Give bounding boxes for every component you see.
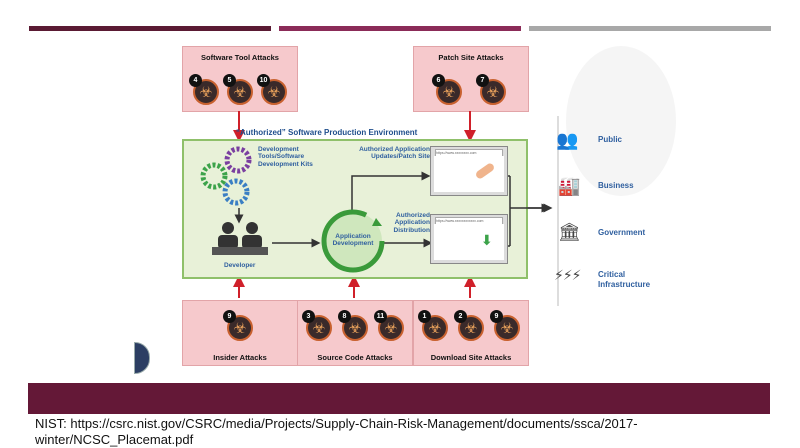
consumer-critical-infrastructure: Critical Infrastructure: [598, 270, 651, 289]
download-site-attacks-title: Download Site Attacks: [430, 353, 512, 362]
attack-number: 9: [223, 310, 236, 323]
application-development-cycle: [321, 209, 385, 273]
attack-number: 9: [490, 310, 503, 323]
attack-number: 2: [454, 310, 467, 323]
distribution-monitor: https://www.xxxxxxxxxxxx.com ⬇: [430, 214, 508, 264]
insider-attacks-box: ☣ 9 Insider Attacks: [182, 300, 298, 366]
attack-number: 6: [432, 74, 445, 87]
people-icon: 👥: [556, 130, 579, 151]
dev-tools-label: Development Tools/Software Development K…: [258, 146, 313, 168]
source-code-attacks-title: Source Code Attacks: [317, 353, 393, 362]
arrows-top: [233, 111, 476, 298]
top-bar-2: [279, 26, 521, 31]
government-building-icon: 🏛: [558, 222, 581, 243]
patch-site-attacks-box: Patch Site Attacks ☣ 6 ☣ 7: [413, 46, 529, 112]
biohazard-icon: ☣: [193, 79, 219, 105]
insider-attacks-title: Insider Attacks: [213, 353, 267, 362]
biohazard-icon: ☣: [458, 315, 484, 341]
download-arrow-icon: ⬇: [481, 233, 493, 249]
citation-text: NIST: https://csrc.nist.gov/CSRC/media/P…: [35, 416, 638, 447]
software-tool-attacks-box: Software Tool Attacks ☣ 4 ☣ 5 ☣ 10: [182, 46, 298, 112]
attack-number: 7: [476, 74, 489, 87]
top-bar-3: [529, 26, 771, 31]
supply-chain-diagram: Software Tool Attacks ☣ 4 ☣ 5 ☣ 10 Patch…: [136, 36, 676, 374]
attack-number: 5: [223, 74, 236, 87]
developer-label: Developer: [224, 262, 256, 269]
consumer-public: Public: [598, 135, 623, 144]
attack-number: 3: [302, 310, 315, 323]
patch-site-attacks-title: Patch Site Attacks: [438, 53, 504, 62]
attack-number: 1: [418, 310, 431, 323]
top-bar-1: [29, 26, 271, 31]
biohazard-icon: ☣: [306, 315, 332, 341]
consumer-government: Government: [598, 228, 646, 237]
software-tool-attacks-title: Software Tool Attacks: [201, 53, 279, 62]
distribution-label: Authorized Application Distribution: [393, 212, 430, 234]
biohazard-icon: ☣: [227, 79, 253, 105]
patch-site-monitor: https://www.xxxxxxxx.com: [430, 146, 508, 196]
power-tower-icon: ⚡⚡⚡: [554, 268, 581, 284]
updates-label: Authorized Application Updates/Patch Sit…: [359, 146, 430, 161]
source-code-attacks-box: ☣ 3 ☣ 8 ☣ 11 Source Code Attacks: [297, 300, 413, 366]
attack-number: 11: [374, 310, 387, 323]
attack-number: 8: [338, 310, 351, 323]
application-development-label: Application Development: [332, 233, 374, 248]
attack-number: 4: [189, 74, 202, 87]
factory-icon: 🏭: [558, 176, 581, 197]
biohazard-icon: ☣: [261, 79, 287, 105]
biohazard-icon: ☣: [342, 315, 368, 341]
seal-watermark: [566, 46, 676, 196]
bottom-bar: [28, 383, 770, 414]
gears-icon: [200, 146, 252, 206]
attack-number: 10: [257, 74, 270, 87]
arrow-to-consumers: [528, 116, 559, 306]
developer-icon: [212, 222, 268, 255]
environment-title: “Authorized” Software Production Environ…: [236, 128, 418, 137]
download-site-attacks-box: ☣ 1 ☣ 2 ☣ 9 Download Site Attacks: [413, 300, 529, 366]
consumer-business: Business: [598, 181, 634, 190]
